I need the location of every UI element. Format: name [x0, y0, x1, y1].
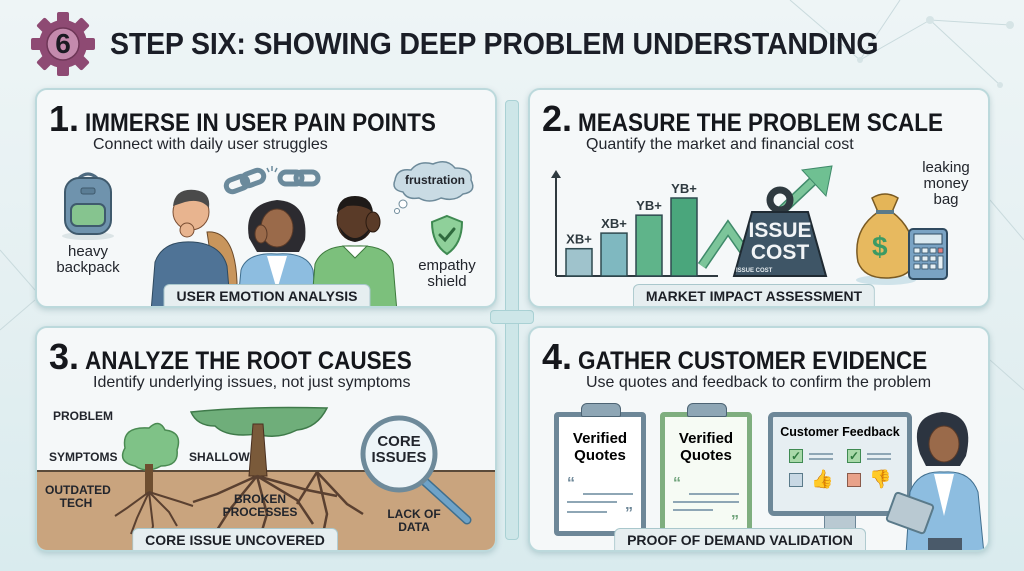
- monitor-icon: Customer Feedback ✓ ✓ 👍 👎: [768, 412, 912, 516]
- feedback-line: [867, 453, 891, 455]
- thought-text: frustration: [405, 173, 465, 187]
- panel-number: 2.: [542, 98, 573, 139]
- money-bag-icon: [856, 193, 916, 285]
- quote-lines: “ ”: [673, 475, 739, 530]
- bar-label-3: YB+: [636, 198, 662, 213]
- broken-chain-icon: [223, 166, 321, 195]
- panel-number: 4.: [542, 336, 573, 377]
- caption-market-impact-assessment: MARKET IMPACT ASSESSMENT: [632, 284, 876, 306]
- feedback-line: [809, 453, 833, 455]
- panel-title: MEASURE THE PROBLEM SCALE: [578, 109, 944, 137]
- woman-with-tablet-figure: [885, 412, 985, 550]
- panel-subtitle: Use quotes and feedback to confirm the p…: [586, 374, 932, 391]
- weight-icon: [732, 186, 828, 277]
- caption-user-emotion-analysis: USER EMOTION ANALYSIS: [163, 284, 371, 306]
- weight-label-line2: COST: [750, 241, 810, 265]
- panel-title: ANALYZE THE ROOT CAUSES: [85, 347, 412, 375]
- bar-3: [635, 214, 663, 277]
- panel-subtitle: Quantify the market and financial cost: [586, 136, 854, 153]
- bar-2: [600, 232, 628, 277]
- step-badge: 6: [30, 11, 96, 77]
- label-problem: PROBLEM: [53, 409, 113, 423]
- panel-subtitle: Identify underlying issues, not just sym…: [93, 374, 411, 391]
- weight-small-label: ISSUE COST: [736, 268, 773, 274]
- label-core-issues: CORE ISSUES: [371, 433, 427, 466]
- bar-4: [670, 197, 698, 277]
- panel-title: GATHER CUSTOMER EVIDENCE: [578, 347, 928, 375]
- checkbox-checked-icon: ✓: [847, 449, 861, 463]
- clipboard-clip-icon: [687, 403, 727, 417]
- shield-check-icon: [430, 214, 464, 256]
- label-leaking-money-bag: leaking money bag: [922, 159, 970, 208]
- panel-root-causes: 3. ANALYZE THE ROOT CAUSES Identify unde…: [35, 326, 497, 552]
- label-heavy-backpack: heavy backpack: [56, 243, 120, 276]
- label-empathy-shield: empathy shield: [418, 257, 476, 290]
- weight-label-line1: ISSUE: [748, 219, 812, 242]
- clipboard-verified-quotes-2: Verified Quotes “ ”: [660, 403, 752, 536]
- backpack-icon: [62, 172, 114, 240]
- thumbs-down-icon: 👎: [869, 469, 892, 489]
- panel-subtitle: Connect with daily user struggles: [93, 136, 328, 153]
- bar-1: [565, 247, 593, 277]
- magnifier-icon: [360, 415, 472, 525]
- small-tree-icon: [114, 422, 194, 543]
- clipboard-clip-icon: [581, 403, 621, 417]
- clipboard-verified-quotes-1: Verified Quotes “ ”: [554, 403, 646, 536]
- panel-title: IMMERSE IN USER PAIN POINTS: [85, 109, 436, 137]
- checkbox-checked-icon: ✓: [789, 449, 803, 463]
- label-outdated-tech: OUTDATED TECH: [45, 483, 111, 510]
- thought-cloud-icon: [393, 161, 474, 214]
- clipboard-title: Verified Quotes: [678, 430, 734, 464]
- thumbs-up-icon: 👍: [811, 469, 834, 489]
- quote-lines: “ ”: [567, 475, 633, 522]
- panel-problem-scale: 2. MEASURE THE PROBLEM SCALE Quantify th…: [528, 88, 990, 308]
- panel-customer-evidence: 4. GATHER CUSTOMER EVIDENCE Use quotes a…: [528, 326, 990, 552]
- clipboard-title: Verified Quotes: [572, 430, 628, 464]
- bar-label-4: YB+: [671, 181, 697, 196]
- label-lack-of-data: LACK OF DATA: [387, 507, 441, 534]
- bar-chart-icon: XB+ XB+ YB+ YB+: [551, 170, 718, 277]
- caption-proof-of-demand-validation: PROOF OF DEMAND VALIDATION: [614, 528, 866, 550]
- bar-label-2: XB+: [601, 216, 627, 231]
- connector-horizontal: [490, 310, 534, 324]
- monitor-title: Customer Feedback: [780, 425, 900, 439]
- page-title: STEP SIX: SHOWING DEEP PROBLEM UNDERSTAN…: [110, 26, 879, 61]
- gear-icon: [31, 12, 95, 76]
- step-number: 6: [55, 28, 71, 59]
- calculator-icon: [908, 228, 948, 280]
- label-broken-processes: BROKEN PROCESSES: [222, 492, 298, 519]
- weight-label: ISSUE COST: [744, 219, 816, 265]
- checkbox-empty-icon: [789, 473, 803, 487]
- panel-number: 1.: [49, 98, 80, 139]
- checkbox-empty-icon: [847, 473, 861, 487]
- bar-label-1: XB+: [566, 232, 592, 247]
- panel-number: 3.: [49, 336, 80, 377]
- header: 6 STEP SIX: SHOWING DEEP PROBLEM UNDERST…: [30, 10, 945, 78]
- large-tree-icon: [189, 406, 364, 535]
- label-shallow: SHALLOW: [189, 450, 250, 464]
- caption-core-issue-uncovered: CORE ISSUE UNCOVERED: [132, 528, 338, 550]
- label-symptoms: SYMPTOMS: [49, 450, 118, 464]
- panel-user-pain-points: 1. IMMERSE IN USER PAIN POINTS Connect w…: [35, 88, 497, 308]
- dollar-sign: $: [872, 231, 888, 262]
